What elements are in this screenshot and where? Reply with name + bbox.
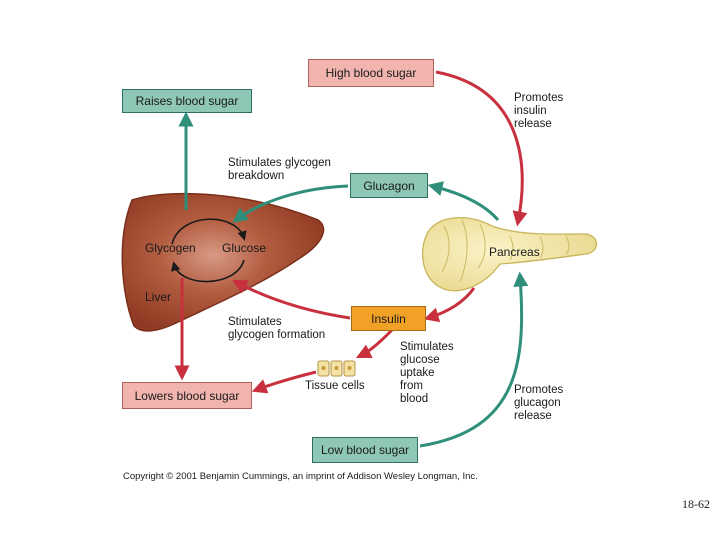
insulin-to-liver-arrow <box>232 279 351 320</box>
glucagon-to-liver-arrow <box>232 184 349 223</box>
glycogen-to-glucose-arrow <box>171 218 247 245</box>
glucose-to-glycogen-arrow <box>170 259 245 283</box>
liver-label: Liver <box>145 290 172 304</box>
glucagon-box: Glucagon <box>350 173 428 198</box>
tissue-to-lowers-arrow <box>251 370 317 394</box>
insulin-box: Insulin <box>351 306 426 331</box>
low-blood-sugar-box: Low blood sugar <box>312 437 418 463</box>
slide-number: 18-62 <box>682 497 710 511</box>
pancreas-shape <box>421 216 598 292</box>
copyright-text: Copyright © 2001 Benjamin Cummings, an i… <box>123 471 478 482</box>
pancreas-to-glucagon-arrow <box>427 181 500 221</box>
tissue-cells-label: Tissue cells <box>305 380 365 392</box>
high-sugar-to-pancreas-arrow <box>435 70 528 227</box>
stimulates-glycogen-breakdown-label: Stimulates glycogen breakdown <box>228 157 331 182</box>
stimulates-glycogen-formation-label: Stimulates glycogen formation <box>228 316 326 341</box>
insulin-to-tissue-arrow <box>355 328 394 359</box>
promotes-glucagon-release-label: Promotes glucagon release <box>514 384 564 422</box>
liver-shape <box>121 192 325 332</box>
tissue-cells-icon <box>317 360 356 377</box>
pancreas-label: Pancreas <box>489 245 540 259</box>
promotes-insulin-release-label: Promotes insulin release <box>514 92 564 130</box>
stimulates-glucose-uptake-label: Stimulates glucose uptake from blood <box>400 341 454 405</box>
high-blood-sugar-box: High blood sugar <box>308 59 434 87</box>
raises-blood-sugar-box: Raises blood sugar <box>122 89 252 113</box>
lowers-blood-sugar-box: Lowers blood sugar <box>122 382 252 409</box>
low-sugar-to-pancreas-arrow <box>419 271 529 448</box>
glycogen-label: Glycogen <box>145 241 196 255</box>
glucose-label: Glucose <box>222 241 267 255</box>
pancreas-to-insulin-arrow <box>423 287 476 323</box>
